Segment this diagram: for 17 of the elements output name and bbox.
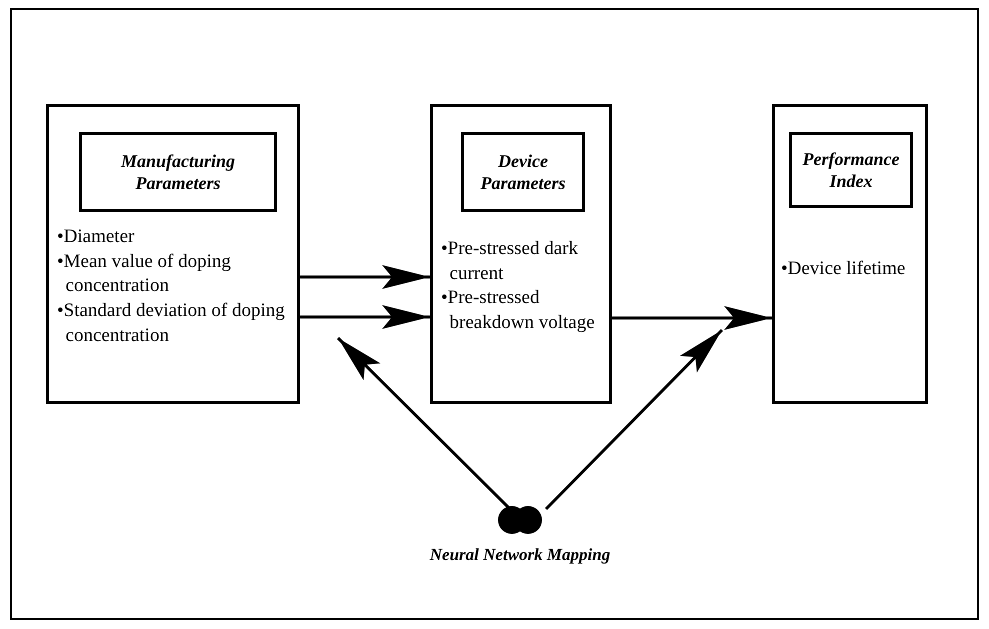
- parameter-box: [430, 104, 612, 404]
- title-box: Performance Index: [789, 132, 913, 208]
- node-label: Neural Network Mapping: [428, 545, 612, 565]
- bullet-item: •Pre-stressed breakdown voltage: [441, 286, 596, 336]
- arrow: [612, 306, 772, 330]
- title-box: Device Parameters: [461, 132, 585, 212]
- arrow: [300, 305, 430, 329]
- parameter-box: [772, 104, 928, 404]
- bullet-item: •Standard deviation of doping concentration: [57, 299, 286, 348]
- bullet-item: •Device lifetime: [781, 257, 906, 281]
- arrow: [300, 265, 430, 289]
- bullet-item: •Mean value of doping concentration: [57, 250, 232, 298]
- bullet-item: •Pre-stressed dark current: [441, 237, 579, 286]
- bullet-item: •Diameter: [57, 225, 136, 249]
- title-box: Manufacturing Parameters: [79, 132, 277, 212]
- arrow: [544, 328, 724, 510]
- parameter-box: [46, 104, 300, 404]
